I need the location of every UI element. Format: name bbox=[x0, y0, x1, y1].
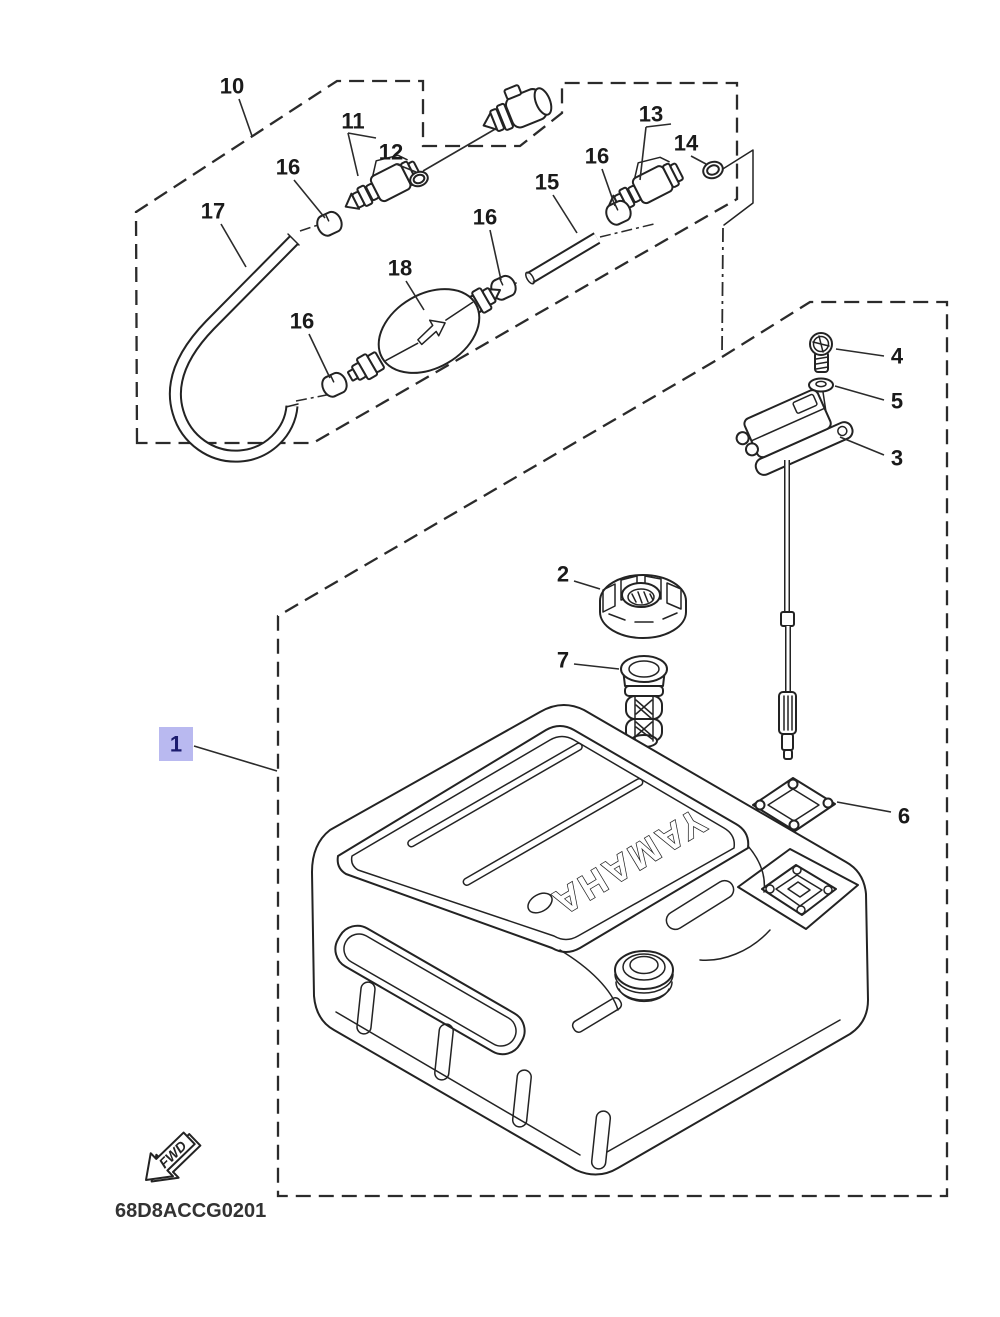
primer-bulb bbox=[347, 287, 502, 382]
callout-5: 5 bbox=[834, 385, 903, 414]
svg-text:17: 17 bbox=[201, 199, 225, 224]
fwd-arrow: FWD bbox=[145, 1131, 202, 1183]
svg-text:13: 13 bbox=[639, 102, 663, 127]
fuel-hose-long bbox=[168, 233, 300, 463]
fuel-meter-assembly bbox=[735, 389, 854, 760]
callout-12: 12 bbox=[379, 140, 417, 173]
filler-neck bbox=[614, 950, 674, 1003]
callout-16: 16 bbox=[585, 144, 616, 207]
svg-text:16: 16 bbox=[585, 144, 609, 169]
svg-text:18: 18 bbox=[388, 256, 412, 281]
svg-text:16: 16 bbox=[290, 309, 314, 334]
callout-17: 17 bbox=[201, 199, 247, 268]
svg-text:15: 15 bbox=[535, 170, 559, 195]
highlight-box bbox=[159, 727, 193, 761]
callout-16: 16 bbox=[290, 309, 331, 379]
fuel-hose-short bbox=[525, 232, 601, 285]
callout-14: 14 bbox=[674, 131, 707, 165]
callout-16: 16 bbox=[473, 205, 502, 281]
sender-flange bbox=[737, 848, 859, 930]
callout-7: 7 bbox=[557, 648, 620, 673]
screw bbox=[809, 332, 833, 373]
fuel-filter bbox=[620, 655, 668, 967]
svg-text:11: 11 bbox=[341, 109, 364, 134]
svg-text:5: 5 bbox=[891, 389, 903, 414]
washer bbox=[808, 377, 834, 393]
callout-16: 16 bbox=[276, 155, 326, 219]
svg-text:6: 6 bbox=[898, 804, 910, 829]
callout-labels: 10 11 12 16 17 16 18 16 15 16 13 14 4 5 3 2 7 6 1 bbox=[159, 74, 910, 829]
callout-6: 6 bbox=[836, 801, 910, 829]
assembly-link-line bbox=[717, 149, 754, 356]
svg-text:3: 3 bbox=[891, 446, 903, 471]
svg-text:4: 4 bbox=[891, 344, 904, 369]
callout-10: 10 bbox=[220, 74, 253, 137]
engine-side-connector bbox=[482, 84, 553, 132]
o-ring-12 bbox=[409, 170, 429, 188]
svg-text:10: 10 bbox=[220, 74, 244, 99]
svg-text:1: 1 bbox=[170, 732, 182, 757]
hose-clamp-a bbox=[313, 208, 346, 240]
svg-text:2: 2 bbox=[557, 562, 569, 587]
drawing-code: 68D8ACCG0201 bbox=[115, 1200, 266, 1222]
svg-text:7: 7 bbox=[557, 648, 569, 673]
callout-11: 11 bbox=[341, 109, 377, 177]
fuel-line-kit-boundary bbox=[134, 79, 739, 445]
connector-leader-line bbox=[422, 127, 498, 172]
callout-1: 1 bbox=[159, 727, 278, 772]
svg-text:16: 16 bbox=[473, 205, 497, 230]
svg-text:16: 16 bbox=[276, 155, 300, 180]
callout-15: 15 bbox=[535, 170, 578, 234]
fuel-tank: YAMAHA bbox=[311, 704, 869, 1176]
o-ring-14 bbox=[702, 160, 724, 180]
callout-18: 18 bbox=[388, 256, 425, 311]
fuel-tank-assembly-boundary bbox=[276, 300, 949, 1198]
fuel-cap bbox=[599, 574, 687, 639]
svg-text:12: 12 bbox=[379, 140, 403, 165]
callout-13: 13 bbox=[639, 102, 672, 181]
callout-2: 2 bbox=[557, 562, 601, 590]
callout-4: 4 bbox=[835, 344, 904, 369]
callout-3: 3 bbox=[839, 436, 903, 471]
svg-text:14: 14 bbox=[674, 131, 699, 156]
